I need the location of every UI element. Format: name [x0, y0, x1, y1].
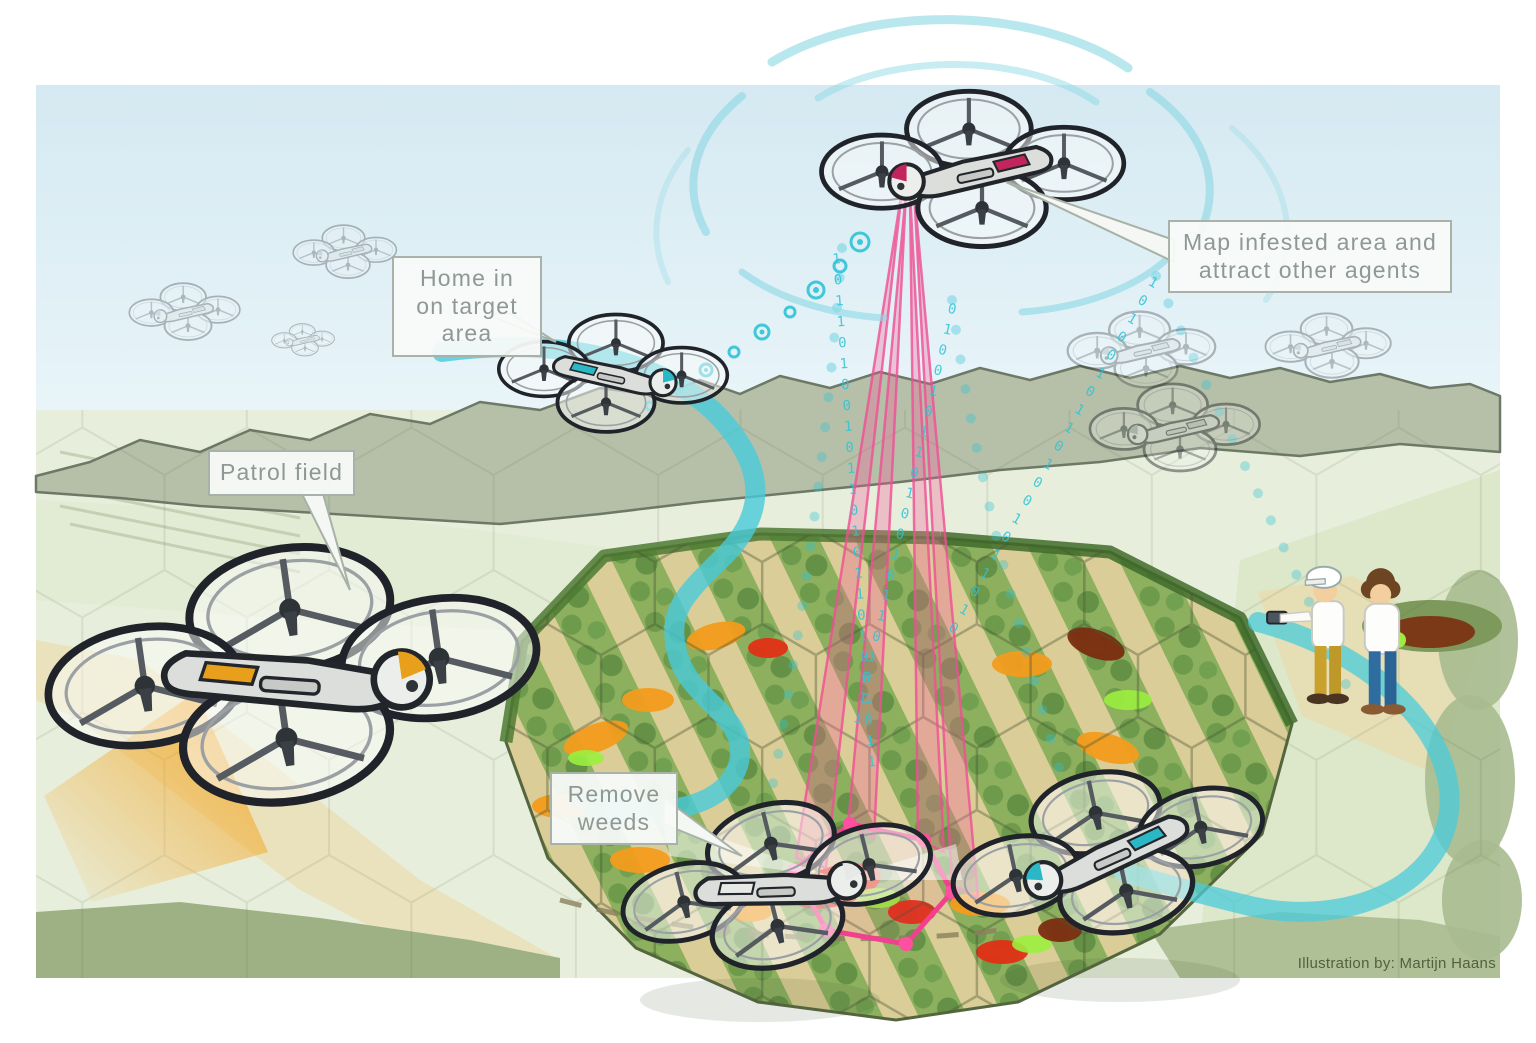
- label-home-in-on-target-area: Home in on target area: [392, 256, 542, 357]
- credit-text: Illustration by: Martijn Haans: [1297, 955, 1496, 972]
- farm-track: [559, 897, 1001, 942]
- signal-ripples: [653, 15, 1291, 322]
- treeline: [34, 364, 1502, 526]
- label-patrol-field: Patrol field: [208, 450, 356, 496]
- label-remove-weeds: Remove weeds: [550, 772, 678, 846]
- drone-shadows: [640, 958, 1240, 1022]
- label-map-infested-area: Map infested area and attract other agen…: [1168, 220, 1452, 294]
- farmers: [1266, 565, 1406, 715]
- bushes: [36, 570, 1522, 978]
- farmer-second: [1360, 568, 1406, 715]
- farmer-with-tablet: [1266, 565, 1349, 705]
